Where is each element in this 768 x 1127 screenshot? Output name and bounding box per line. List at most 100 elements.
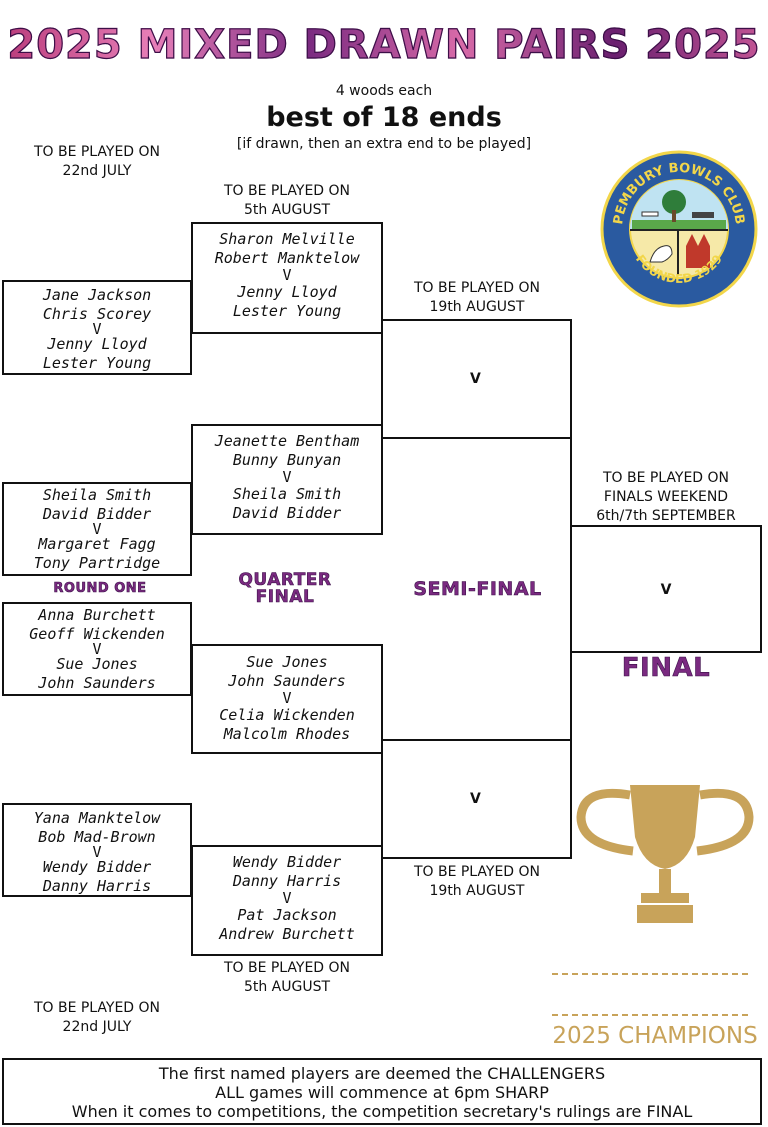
semi-top-versus: V — [470, 371, 481, 387]
round-one-match-3: Anna Burchett Geoff Wickenden V Sue Jone… — [2, 602, 192, 696]
player-name: Jeanette Bentham — [214, 432, 360, 450]
round-one-match-4: Yana Manktelow Bob Mad-Brown V Wendy Bid… — [2, 803, 192, 897]
trophy — [575, 777, 755, 932]
drawn-rule: [if drawn, then an extra end to be playe… — [236, 136, 532, 152]
bracket-line — [381, 319, 572, 321]
page-title: 2025 MIXED DRAWN PAIRS 2025 — [0, 21, 768, 68]
stage-line: QUARTER — [238, 570, 332, 590]
player-name: Celia Wickenden — [219, 706, 355, 724]
quarter-final-match-1: Sharon Melville Robert Manktelow V Jenny… — [191, 222, 383, 334]
bracket-line — [570, 319, 572, 559]
versus-label: V — [282, 689, 292, 707]
final-date: TO BE PLAYED ON FINALS WEEKEND 6th/7th S… — [580, 469, 752, 526]
player-name: Sharon Melville — [219, 230, 355, 248]
ends-heading: best of 18 ends — [266, 102, 502, 133]
quarter-top-date: TO BE PLAYED ON 5th AUGUST — [207, 182, 367, 220]
player-name: Robert Manktelow — [214, 249, 360, 267]
player-name: Margaret Fagg — [38, 535, 156, 553]
rules-footer: The first named players are deemed the C… — [2, 1058, 762, 1125]
date-line: 19th AUGUST — [429, 299, 525, 315]
round-one-label: ROUND ONE — [53, 581, 147, 597]
quarter-final-match-4: Wendy Bidder Danny Harris V Pat Jackson … — [191, 845, 383, 956]
date-line: TO BE PLAYED ON — [413, 280, 541, 296]
date-line: TO BE PLAYED ON — [602, 470, 730, 486]
quarter-final-label: QUARTER FINAL — [205, 570, 365, 607]
player-name: Danny Harris — [42, 877, 152, 895]
player-name: Chris Scorey — [42, 305, 152, 323]
bracket-line — [381, 739, 383, 859]
versus-label: V — [282, 889, 292, 907]
player-name: Tony Partridge — [33, 554, 161, 572]
rule-line: ALL games will commence at 6pm SHARP — [215, 1083, 549, 1102]
player-name: Sheila Smith — [232, 485, 342, 503]
versus-label: V — [92, 520, 102, 538]
stage-line: FINAL — [255, 587, 315, 607]
player-name: Lester Young — [232, 302, 342, 320]
bracket-line — [381, 319, 383, 439]
date-line: TO BE PLAYED ON — [413, 864, 541, 880]
round-one-bottom-date: TO BE PLAYED ON 22nd JULY — [22, 999, 172, 1037]
semi-bottom-date: TO BE PLAYED ON 19th AUGUST — [397, 863, 557, 901]
bracket-line — [381, 437, 572, 439]
player-name: Sheila Smith — [42, 486, 152, 504]
quarter-bottom-date: TO BE PLAYED ON 5th AUGUST — [207, 959, 367, 997]
player-name: Jenny Lloyd — [237, 283, 337, 301]
date-line: 22nd JULY — [62, 1019, 132, 1035]
player-name: John Saunders — [228, 672, 346, 690]
final-label: FINAL — [621, 653, 711, 684]
round-one-top-date: TO BE PLAYED ON 22nd JULY — [22, 143, 172, 181]
date-line: FINALS WEEKEND — [603, 489, 729, 505]
player-name: Jenny Lloyd — [47, 335, 147, 353]
date-line: 5th AUGUST — [243, 202, 331, 218]
semi-top-date: TO BE PLAYED ON 19th AUGUST — [397, 279, 557, 317]
player-name: Anna Burchett — [38, 606, 156, 624]
player-name: Andrew Burchett — [219, 925, 355, 943]
date-line: 5th AUGUST — [243, 979, 331, 995]
versus-label: V — [282, 266, 292, 284]
player-name: David Bidder — [42, 505, 152, 523]
player-name: Bob Mad-Brown — [38, 828, 156, 846]
semi-bottom-versus: V — [470, 791, 481, 807]
player-name: Yana Manktelow — [33, 809, 161, 827]
player-name: David Bidder — [232, 504, 342, 522]
versus-label: V — [92, 843, 102, 861]
player-name: Wendy Bidder — [42, 858, 152, 876]
quarter-final-match-3: Sue Jones John Saunders V Celia Wickende… — [191, 644, 383, 754]
player-name: Sue Jones — [56, 655, 138, 673]
player-name: Sue Jones — [246, 653, 328, 671]
club-logo-icon: PEMBURY BOWLS CLUB FOUNDED 1929 — [600, 150, 758, 308]
semi-final-label: SEMI-FINAL — [413, 578, 542, 601]
date-line: TO BE PLAYED ON — [33, 1000, 161, 1016]
player-name: Malcolm Rhodes — [223, 725, 351, 743]
player-name: Danny Harris — [232, 872, 342, 890]
trophy-icon — [576, 785, 754, 923]
player-name: John Saunders — [38, 674, 156, 692]
player-name: Lester Young — [42, 354, 152, 372]
versus-label: V — [92, 640, 102, 658]
champions-label: 2025 CHAMPIONS — [552, 1023, 758, 1049]
rule-line: The first named players are deemed the C… — [158, 1064, 606, 1083]
bracket-line — [381, 739, 572, 741]
divider — [552, 973, 748, 975]
player-name: Bunny Bunyan — [232, 451, 342, 469]
quarter-final-match-2: Jeanette Bentham Bunny Bunyan V Sheila S… — [191, 424, 383, 535]
divider — [552, 1014, 748, 1016]
versus-label: V — [92, 320, 102, 338]
final-versus: V — [660, 582, 672, 598]
date-line: TO BE PLAYED ON — [223, 960, 351, 976]
round-one-match-1: Jane Jackson Chris Scorey V Jenny Lloyd … — [2, 280, 192, 375]
date-line: TO BE PLAYED ON — [33, 144, 161, 160]
club-logo: PEMBURY BOWLS CLUB FOUNDED 1929 — [600, 150, 758, 308]
date-line: 22nd JULY — [62, 163, 132, 179]
rule-line: When it comes to competitions, the compe… — [71, 1102, 693, 1121]
bracket-line — [570, 620, 572, 859]
versus-label: V — [282, 468, 292, 486]
player-name: Wendy Bidder — [232, 853, 342, 871]
round-one-match-2: Sheila Smith David Bidder V Margaret Fag… — [2, 482, 192, 576]
date-line: 19th AUGUST — [429, 883, 525, 899]
date-line: TO BE PLAYED ON — [223, 183, 351, 199]
player-name: Pat Jackson — [237, 906, 337, 924]
date-line: 6th/7th SEPTEMBER — [596, 508, 736, 524]
bracket-line — [381, 857, 572, 859]
player-name: Jane Jackson — [42, 286, 152, 304]
